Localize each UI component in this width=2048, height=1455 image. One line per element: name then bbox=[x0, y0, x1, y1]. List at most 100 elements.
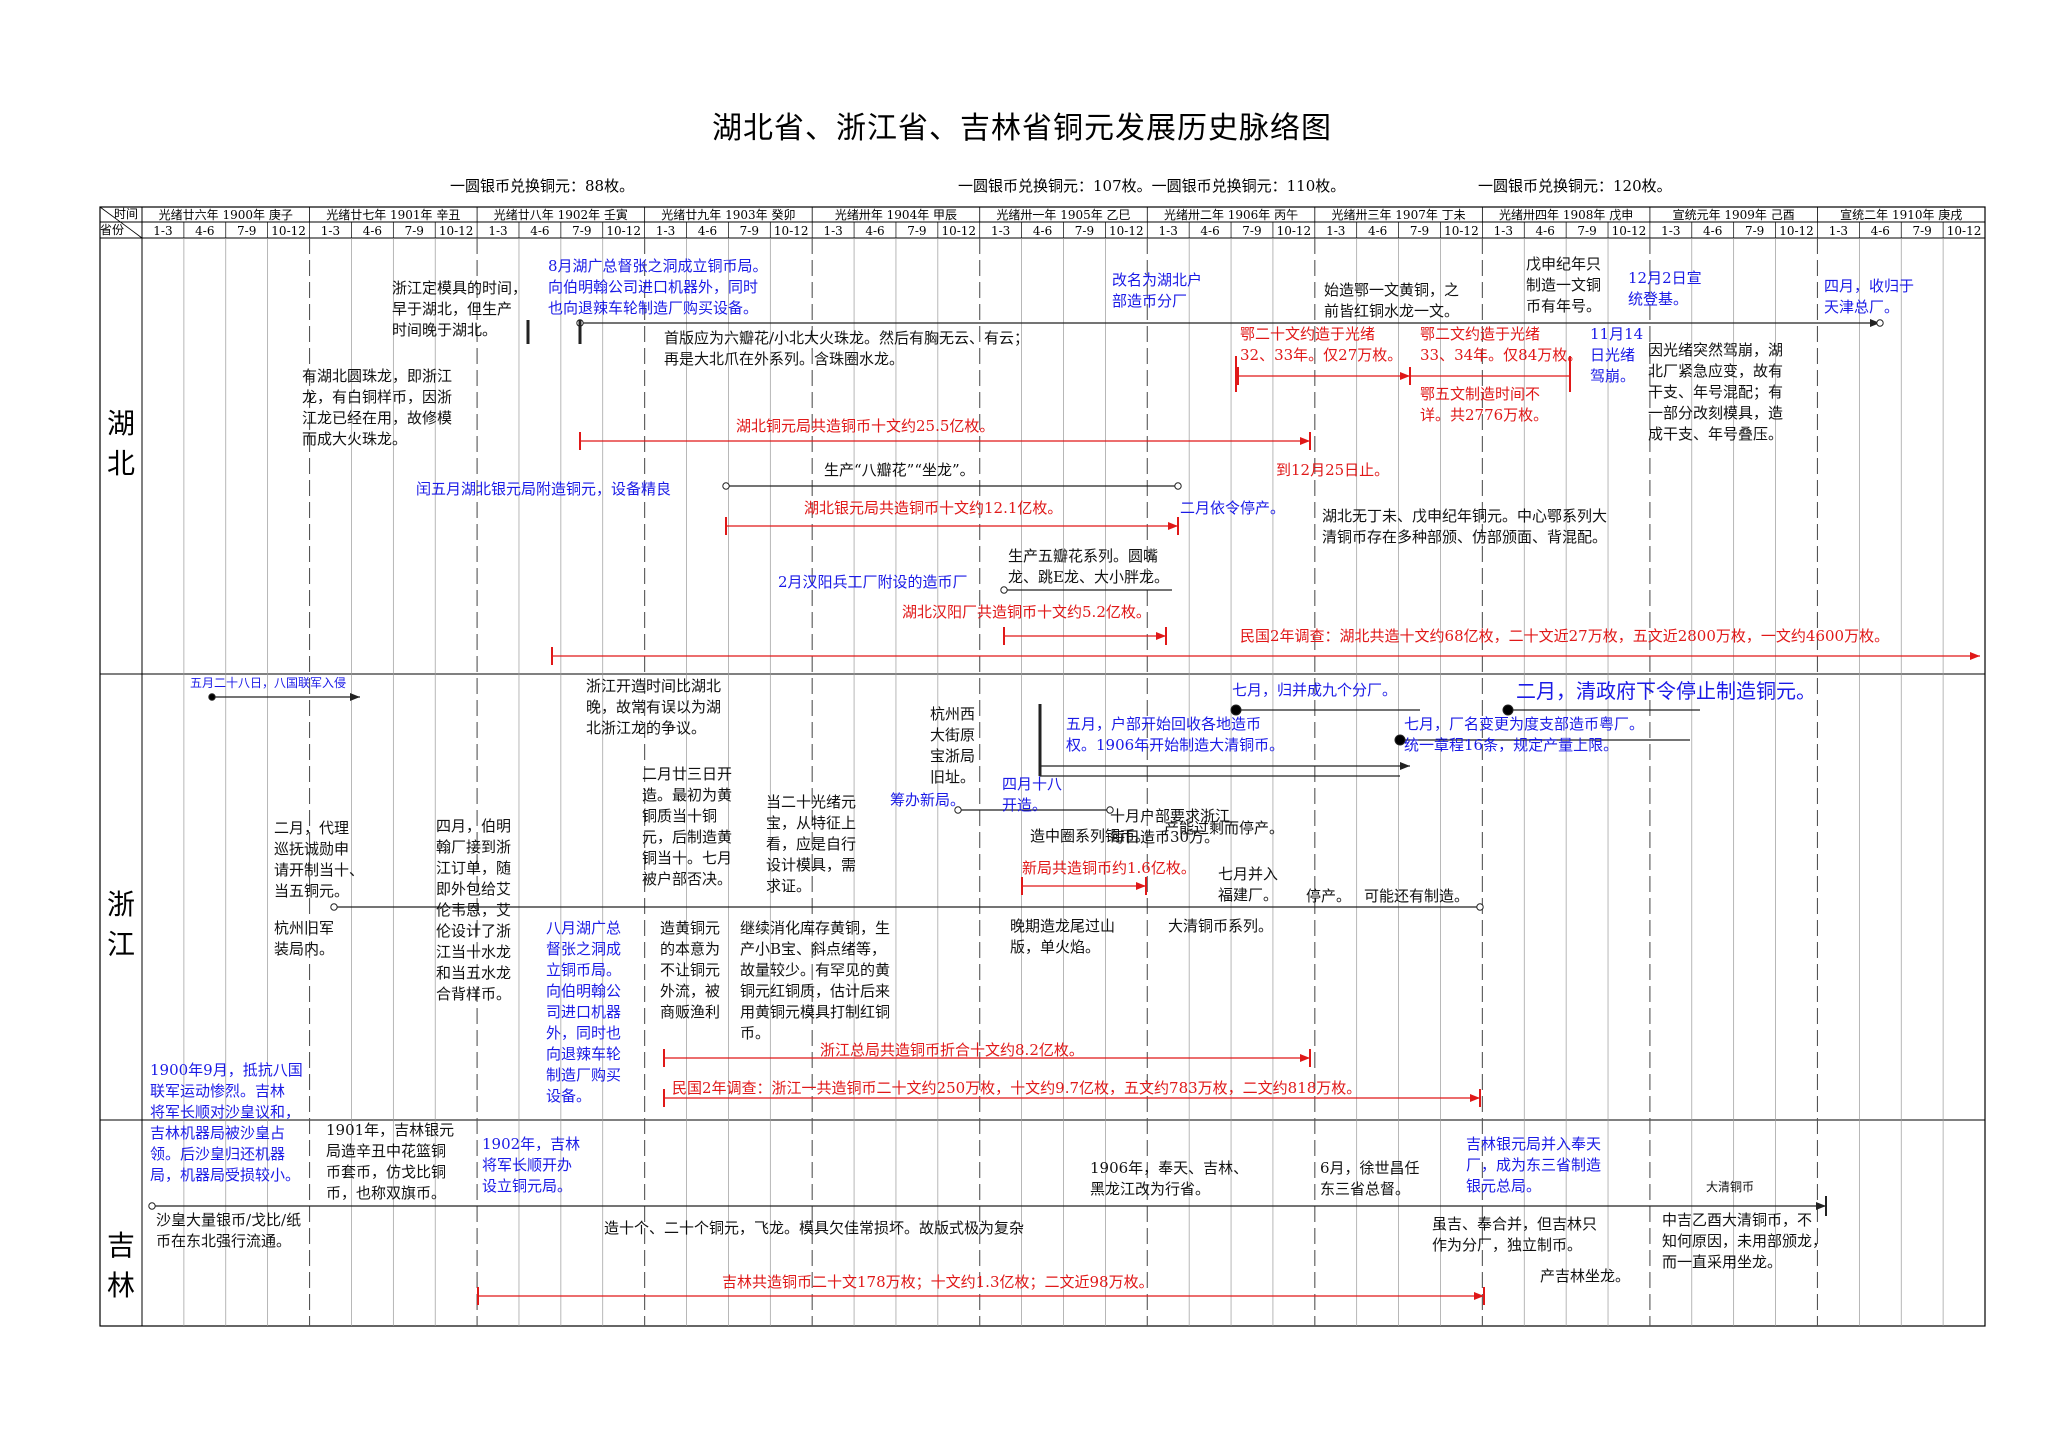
year-header-0: 光绪廿六年 1900年 庚子 bbox=[158, 208, 293, 222]
quarter-header-24: 1-3 bbox=[1158, 224, 1178, 238]
quarter-header-21: 4-6 bbox=[1032, 224, 1053, 238]
quarter-header-0: 1-3 bbox=[153, 224, 173, 238]
jl-arrow-total-arrowhead bbox=[1474, 1292, 1484, 1300]
hubei-note-11: 鄂二文约造于光绪 33、34年。仅84万枚。 bbox=[1420, 325, 1583, 364]
zj-line-yue-dot bbox=[1394, 734, 1406, 746]
quarter-header-6: 7-9 bbox=[404, 224, 424, 238]
quarter-header-16: 1-3 bbox=[823, 224, 843, 238]
hubei-arrow-main-arrowhead bbox=[1300, 437, 1310, 445]
hubei-note-6: 始造鄂一文黄铜，之 前皆红铜水龙一文。 bbox=[1324, 281, 1460, 320]
exchange-rate-1: 一圆银币兑换铜元：88枚。 bbox=[450, 177, 635, 195]
quarter-header-14: 7-9 bbox=[739, 224, 759, 238]
hubei-note-5: 改名为湖北户 部造币分厂 bbox=[1112, 271, 1203, 310]
quarter-header-19: 10-12 bbox=[941, 224, 977, 238]
quarter-header-26: 7-9 bbox=[1242, 224, 1262, 238]
quarter-header-30: 7-9 bbox=[1409, 224, 1430, 238]
zhejiang-note-27: 浙江总局共造铜币折合十文约8.2亿枚。 bbox=[820, 1041, 1084, 1059]
hubei-note-13: 因光绪突然驾崩，湖 北厂紧急应变，故有 干支、年号混配；有 一部分改刻模具，造 … bbox=[1648, 341, 1784, 443]
year-header-1: 光绪廿七年 1901年 辛丑 bbox=[326, 208, 461, 222]
quarter-header-28: 1-3 bbox=[1326, 224, 1346, 238]
quarter-header-29: 4-6 bbox=[1367, 224, 1388, 238]
hubei-note-14: 鄂五文制造时间不 详。共2776万枚。 bbox=[1420, 385, 1549, 424]
zj-line-xinju-dot bbox=[954, 806, 962, 814]
year-header-4: 光绪卅年 1904年 甲辰 bbox=[834, 208, 958, 222]
zj-line-huangbu-arrowhead bbox=[1400, 762, 1410, 770]
hubei-note-8: 12月2日宣 统登基。 bbox=[1628, 269, 1702, 308]
quarter-header-18: 7-9 bbox=[907, 224, 927, 238]
hubei-line-main-dot-end bbox=[1876, 319, 1884, 327]
quarter-header-42: 7-9 bbox=[1912, 224, 1932, 238]
zhejiang-note-29: 1900年9月，抵抗八国 联军运动惨烈。吉林 将军长顺对沙皇议和， 吉林机器局被… bbox=[150, 1061, 303, 1184]
quarter-header-17: 4-6 bbox=[865, 224, 885, 238]
zj-line-invasion-arrowhead bbox=[350, 693, 360, 701]
hubei-note-12: 11月14 日光绪 驾崩。 bbox=[1590, 325, 1644, 385]
year-header-3: 光绪廿九年 1903年 癸卯 bbox=[661, 208, 796, 222]
quarter-header-31: 10-12 bbox=[1444, 224, 1479, 238]
quarter-header-36: 1-3 bbox=[1661, 224, 1681, 238]
zhejiang-note-3: 杭州西 大街原 宝浙局 旧址。 bbox=[930, 705, 976, 786]
quarter-header-43: 10-12 bbox=[1946, 224, 1982, 238]
province-label-hubei: 湖北 bbox=[106, 407, 135, 480]
hubei-note-24: 湖北汉阳厂共造铜币十文约5.2亿枚。 bbox=[902, 603, 1151, 621]
zj-line-main-dot bbox=[330, 903, 338, 911]
jilin-note-7: 吉林银元局并入奉天 厂，成为东三省制造 银元总局。 bbox=[1466, 1135, 1602, 1195]
zhejiang-note-11: 当二十光绪元 宝，从特征上 看，应是自行 设计模具，需 求证。 bbox=[766, 793, 857, 895]
hubei-note-20: 二月依令停产。 bbox=[1180, 499, 1286, 517]
exchange-rate-2: 一圆银币兑换铜元：107枚。一圆银币兑换铜元：110枚。 bbox=[958, 177, 1346, 195]
hubei-note-17: 生产“八瓣花”“坐龙”。 bbox=[824, 461, 975, 479]
quarter-header-8: 1-3 bbox=[488, 224, 508, 238]
zhejiang-note-23: 造黄铜元 的本意为 不让铜元 外流，被 商贩渔利 bbox=[660, 919, 721, 1021]
zhejiang-note-16: 产能过剩而停产。 bbox=[1164, 819, 1285, 837]
zj-arrow-xinju-arrowhead bbox=[1136, 882, 1146, 890]
zhejiang-note-8: 二月，代理 巡抚诚勋申 请开制当十、 当五铜元。 bbox=[274, 819, 365, 900]
quarter-header-23: 10-12 bbox=[1109, 224, 1144, 238]
quarter-header-7: 10-12 bbox=[438, 224, 474, 238]
quarter-header-27: 10-12 bbox=[1276, 224, 1312, 238]
zhejiang-note-22: 八月湖广总 督张之洞成 立铜币局。 向伯明翰公 司进口机器 外，同时也 向退辣车… bbox=[546, 919, 622, 1105]
year-header-5: 光绪卅一年 1905年 乙巳 bbox=[996, 208, 1131, 222]
zhejiang-note-14: 十月户部要求浙江 每日造币30万。 bbox=[1110, 807, 1231, 846]
hubei-note-22: 生产五瓣花系列。圆嘴 龙、跳E龙、大小胖龙。 bbox=[1008, 547, 1169, 586]
jl-line-main-dot bbox=[148, 1202, 156, 1210]
quarter-header-10: 7-9 bbox=[572, 224, 592, 238]
year-header-10: 宣统二年 1910年 庚戌 bbox=[1840, 208, 1963, 222]
hubei-note-21: 湖北无丁未、戊申纪年铜元。中心鄂系列大 清铜币存在多种部颁、仿部颁面、背混配。 bbox=[1322, 507, 1608, 546]
quarter-header-41: 4-6 bbox=[1870, 224, 1890, 238]
zhejiang-note-9: 四月，伯明 翰厂接到浙 江订单，随 即外包给艾 伦韦恩，艾 伦设计了浙 江当十水… bbox=[436, 817, 512, 1003]
year-header-8: 光绪卅四年 1908年 戊申 bbox=[1499, 208, 1634, 222]
hubei-line-yinyuan-dot-end bbox=[1174, 482, 1182, 490]
quarter-header-9: 4-6 bbox=[530, 224, 550, 238]
jilin-note-2: 1902年，吉林 将军长顺开办 设立铜元局。 bbox=[482, 1135, 581, 1195]
zhejiang-note-2: 浙江开造时间比湖北 晚，故常有误以为湖 北浙江龙的争议。 bbox=[586, 677, 722, 737]
header-corner-time: 时间 bbox=[114, 207, 139, 221]
zhejiang-note-24: 继续消化库存黄铜，生 产小B宝、斜点绪等， 故量较少。有罕见的黄 铜元红铜质，估… bbox=[740, 919, 891, 1042]
jilin-note-6: 6月，徐世昌任 东三省总督。 bbox=[1320, 1159, 1420, 1198]
quarter-header-25: 4-6 bbox=[1200, 224, 1220, 238]
zj-arrow-minguo-arrowhead bbox=[1470, 1094, 1480, 1102]
hubei-arrow-yinyuan-arrowhead bbox=[1168, 522, 1178, 530]
jilin-note-8: 大清铜币 bbox=[1706, 1180, 1755, 1194]
quarter-header-4: 1-3 bbox=[320, 224, 341, 238]
quarter-header-5: 4-6 bbox=[362, 224, 383, 238]
zhejiang-note-4: 五月，户部开始回收各地造币 权。1906年开始制造大清铜币。 bbox=[1066, 715, 1285, 754]
zhejiang-note-21: 杭州旧军 装局内。 bbox=[274, 919, 335, 958]
jilin-note-3: 沙皇大量银币/戈比/纸 币在东北强行流通。 bbox=[156, 1211, 302, 1250]
zhejiang-note-15: 造中圈系列铜币。 bbox=[1030, 827, 1151, 845]
hubei-note-18: 闰五月湖北银元局附造铜元，设备精良 bbox=[416, 480, 672, 498]
quarter-header-35: 10-12 bbox=[1611, 224, 1647, 238]
hubei-note-15: 湖北铜元局共造铜币十文约25.5亿枚。 bbox=[736, 417, 995, 435]
year-header-9: 宣统元年 1909年 己酉 bbox=[1672, 208, 1795, 222]
quarter-header-3: 10-12 bbox=[271, 224, 306, 238]
hubei-note-1: 8月湖广总督张之洞成立铜币局。 向伯明翰公司进口机器外，同时 也向退辣车轮制造厂… bbox=[548, 257, 768, 317]
zj-line-xinju-dot-end bbox=[1106, 806, 1114, 814]
hubei-note-9: 四月，收归于 天津总厂。 bbox=[1824, 277, 1915, 316]
quarter-header-13: 4-6 bbox=[697, 224, 718, 238]
hubei-note-16: 到12月25日止。 bbox=[1276, 461, 1390, 479]
hubei-note-25: 民国2年调查：湖北共造十文约68亿枚，二十文近27万枚，五文近2800万枚，一文… bbox=[1240, 627, 1890, 645]
hubei-arrow-e20-arrowhead bbox=[1400, 372, 1410, 380]
zhejiang-note-12: 筹办新局。 bbox=[890, 791, 966, 809]
hubei-note-23: 2月汉阳兵工厂附设的造币厂 bbox=[778, 573, 968, 591]
jilin-note-11: 中吉乙酉大清铜币，不 知何原因，未用部颁龙， 而一直采用坐龙。 bbox=[1662, 1211, 1828, 1271]
